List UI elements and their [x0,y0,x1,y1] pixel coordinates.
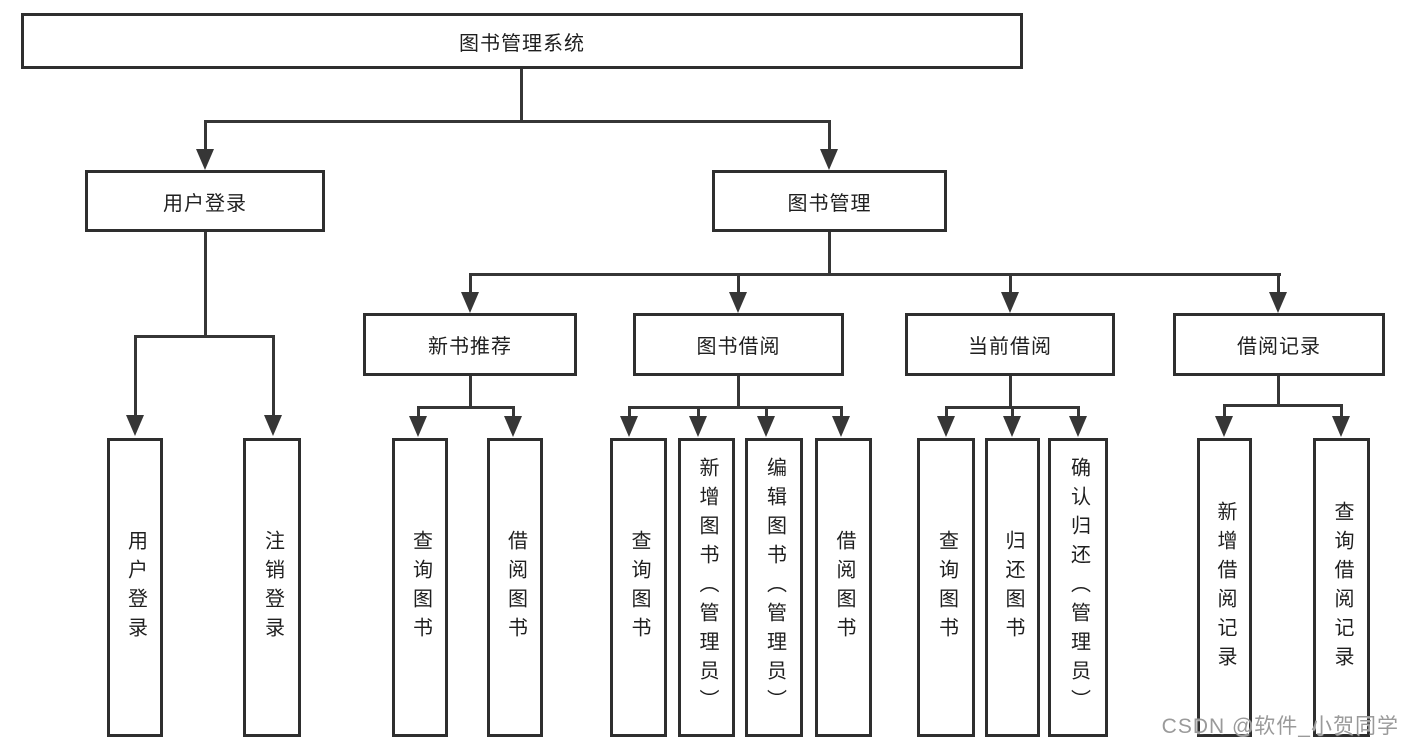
connector-leaf-drop [512,406,515,418]
connector-bookborrow-split [628,406,843,409]
arrow-down-icon [409,416,427,437]
connector-newbooks-split [417,406,515,409]
arrow-down-icon [504,416,522,437]
leaf-borrow-edit-books-admin: 编辑图书（管理员） [745,438,803,737]
node-current-borrow: 当前借阅 [905,313,1115,376]
arrow-down-icon [729,292,747,313]
connector-book-mgmt-drop [828,120,831,152]
connector-user-leaf1-drop [134,335,137,417]
leaf-current-confirm-return-admin: 确认归还（管理员） [1048,438,1108,737]
arrow-down-icon [1069,416,1087,437]
connector-leaf-drop [417,406,420,418]
connector-newbooks-stem [469,376,472,409]
connector-leaf-drop [1077,406,1080,418]
leaf-records-query-record: 查询借阅记录 [1313,438,1370,737]
connector-records-drop [1277,273,1280,295]
leaf-borrow-borrow-books: 借阅图书 [815,438,872,737]
connector-leaf-drop [1011,406,1014,418]
connector-newbooks-drop [469,273,472,295]
arrow-down-icon [1215,416,1233,437]
connector-records-split [1223,404,1342,407]
connector-root-split [204,120,831,123]
arrow-down-icon [620,416,638,437]
connector-leaf-drop [840,406,843,418]
node-book-borrow: 图书借阅 [633,313,844,376]
leaf-current-query-books: 查询图书 [917,438,975,737]
connector-bookborrow-drop [737,273,740,295]
connector-currentborrow-drop [1009,273,1012,295]
arrow-down-icon [1332,416,1350,437]
arrow-down-icon [1269,292,1287,313]
leaf-current-return-books: 归还图书 [985,438,1040,737]
connector-user-stem [204,232,207,338]
connector-mgmt-stem [828,232,831,275]
connector-currentborrow-stem [1009,376,1012,409]
connector-leaf-drop [945,406,948,418]
connector-leaf-drop [1223,404,1226,418]
leaf-newbooks-query-books: 查询图书 [392,438,448,737]
leaf-borrow-add-books-admin: 新增图书（管理员） [678,438,735,737]
leaf-newbooks-borrow-books: 借阅图书 [487,438,543,737]
connector-bookborrow-stem [737,376,740,409]
leaf-logout: 注销登录 [243,438,301,737]
arrow-down-icon [126,415,144,436]
leaf-records-add-record: 新增借阅记录 [1197,438,1252,737]
arrow-down-icon [757,416,775,437]
node-book-management: 图书管理 [712,170,947,232]
arrow-down-icon [689,416,707,437]
leaf-user-login: 用户登录 [107,438,163,737]
node-user-login: 用户登录 [85,170,325,232]
node-new-book-recommend: 新书推荐 [363,313,577,376]
connector-user-leaf2-drop [272,335,275,417]
arrow-down-icon [264,415,282,436]
connector-user-login-drop [204,120,207,152]
arrow-down-icon [937,416,955,437]
arrow-down-icon [832,416,850,437]
arrow-down-icon [1001,292,1019,313]
arrow-down-icon [196,149,214,170]
connector-leaf-drop [697,406,700,418]
connector-root-stem [520,69,523,122]
arrow-down-icon [461,292,479,313]
arrow-down-icon [820,149,838,170]
connector-level3-split [469,273,1281,276]
node-root: 图书管理系统 [21,13,1023,69]
arrow-down-icon [1003,416,1021,437]
node-borrow-records: 借阅记录 [1173,313,1385,376]
connector-user-split [134,335,275,338]
connector-leaf-drop [765,406,768,418]
csdn-watermark: CSDN @软件_小贺同学 [1161,715,1399,738]
connector-records-stem [1277,376,1280,407]
leaf-borrow-query-books: 查询图书 [610,438,667,737]
connector-leaf-drop [1340,404,1343,418]
connector-leaf-drop [628,406,631,418]
